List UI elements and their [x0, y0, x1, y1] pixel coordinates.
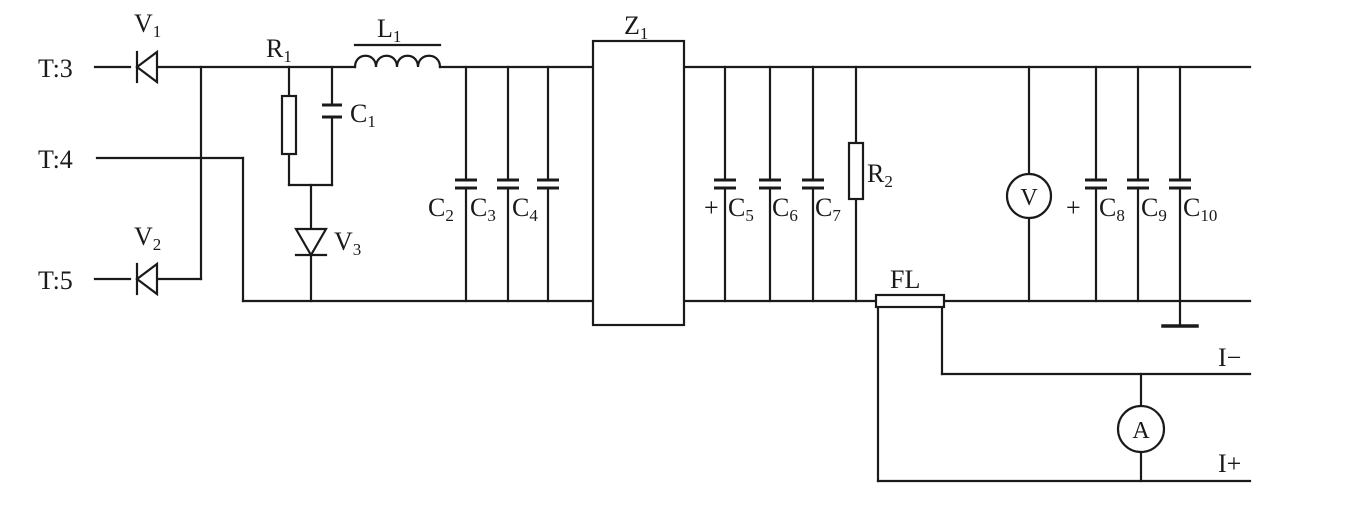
capacitor-c7 [802, 178, 824, 190]
c9-label: C9 [1141, 193, 1167, 225]
r1-label: R1 [266, 34, 292, 66]
capacitor-c6 [759, 178, 781, 190]
diode-v1 [135, 49, 159, 85]
diode-v3 [294, 227, 328, 258]
r2-label: R2 [867, 159, 893, 191]
c1-label: C1 [350, 99, 376, 131]
z1-label: Z1 [624, 11, 648, 43]
fl-label: FL [890, 265, 920, 294]
c7-label: C7 [815, 193, 841, 225]
capacitor-c3 [497, 178, 519, 190]
terminal-t3-label: T:3 [38, 54, 73, 83]
c8-label: C8 [1099, 193, 1125, 225]
output-i-minus-label: I− [1218, 343, 1241, 372]
c3-label: C3 [470, 193, 496, 225]
capacitor-c10 [1169, 178, 1191, 190]
resistor-r2 [847, 141, 865, 201]
ammeter [1116, 404, 1166, 454]
c8-plus: + [1066, 193, 1081, 222]
output-i-plus-label: I+ [1218, 449, 1241, 478]
capacitor-c1 [322, 103, 342, 119]
capacitor-c9 [1127, 178, 1149, 190]
capacitor-c5 [714, 178, 736, 190]
shunt-fl [874, 293, 946, 309]
c10-label: C10 [1183, 193, 1217, 225]
capacitor-c8 [1085, 178, 1107, 190]
terminal-t4-label: T:4 [38, 145, 73, 174]
c5-label: C5 [728, 193, 754, 225]
terminal-t5-label: T:5 [38, 266, 73, 295]
v1-label: V1 [134, 9, 161, 41]
voltmeter-label: V [1020, 185, 1038, 211]
c2-label: C2 [428, 193, 454, 225]
voltmeter [1005, 172, 1053, 220]
capacitor-c4 [537, 178, 559, 190]
v3-label: V3 [334, 227, 361, 259]
c5-plus: + [704, 193, 719, 222]
c6-label: C6 [772, 193, 798, 225]
wires [93, 65, 1252, 483]
capacitor-c2 [455, 178, 477, 190]
resistor-r1 [280, 94, 298, 156]
c4-label: C4 [512, 193, 538, 225]
inductor-l1 [353, 54, 442, 69]
v2-label: V2 [134, 222, 161, 254]
diode-v2 [135, 261, 159, 297]
l1-label: L1 [377, 14, 401, 46]
ammeter-label: A [1132, 418, 1150, 444]
module-z1 [591, 39, 686, 327]
